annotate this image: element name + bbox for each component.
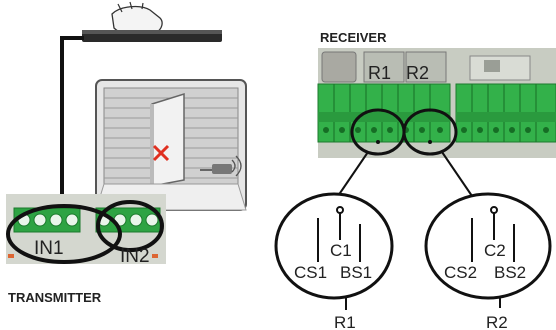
in1-highlight-ellipse	[6, 204, 122, 264]
r1-pins	[317, 206, 361, 262]
r1-ref-label: R1	[334, 313, 356, 330]
in2-highlight-ellipse	[96, 200, 164, 252]
r2-pins	[471, 206, 515, 262]
in1-label: IN1	[34, 238, 64, 259]
r2-c-label: C2	[484, 241, 506, 260]
r1-c-label: C1	[330, 241, 352, 260]
r2-cs-label: CS2	[444, 263, 477, 282]
transmitter-label: TRANSMITTER	[8, 290, 102, 305]
r2-ref-label: R2	[486, 313, 508, 330]
transmitter-wire	[60, 36, 84, 206]
r2-bs-label: BS2	[494, 263, 526, 282]
r2-connector-line	[441, 151, 473, 197]
blocked-x-icon	[152, 144, 170, 162]
r1-cs-label: CS1	[294, 263, 327, 282]
remote-bar-highlight	[82, 30, 222, 34]
r1-detail-circle	[274, 192, 394, 300]
r2-terminal-ellipse	[402, 108, 458, 156]
r2-terminal-dot	[428, 140, 432, 144]
r2-detail-circle	[424, 192, 552, 300]
hand-icon	[111, 1, 163, 36]
r1-terminal-dot	[376, 140, 380, 144]
r1-bs-label: BS1	[340, 263, 372, 282]
relay-r1-label: R1	[368, 63, 391, 83]
garage-illustration	[95, 79, 247, 211]
r1-connector-line	[337, 151, 369, 197]
in2-label: IN2	[120, 246, 150, 267]
relay-r2-label: R2	[406, 63, 429, 83]
receiver-label: RECEIVER	[320, 30, 387, 45]
transmitter-board	[6, 194, 166, 264]
receiver-board	[317, 48, 556, 158]
